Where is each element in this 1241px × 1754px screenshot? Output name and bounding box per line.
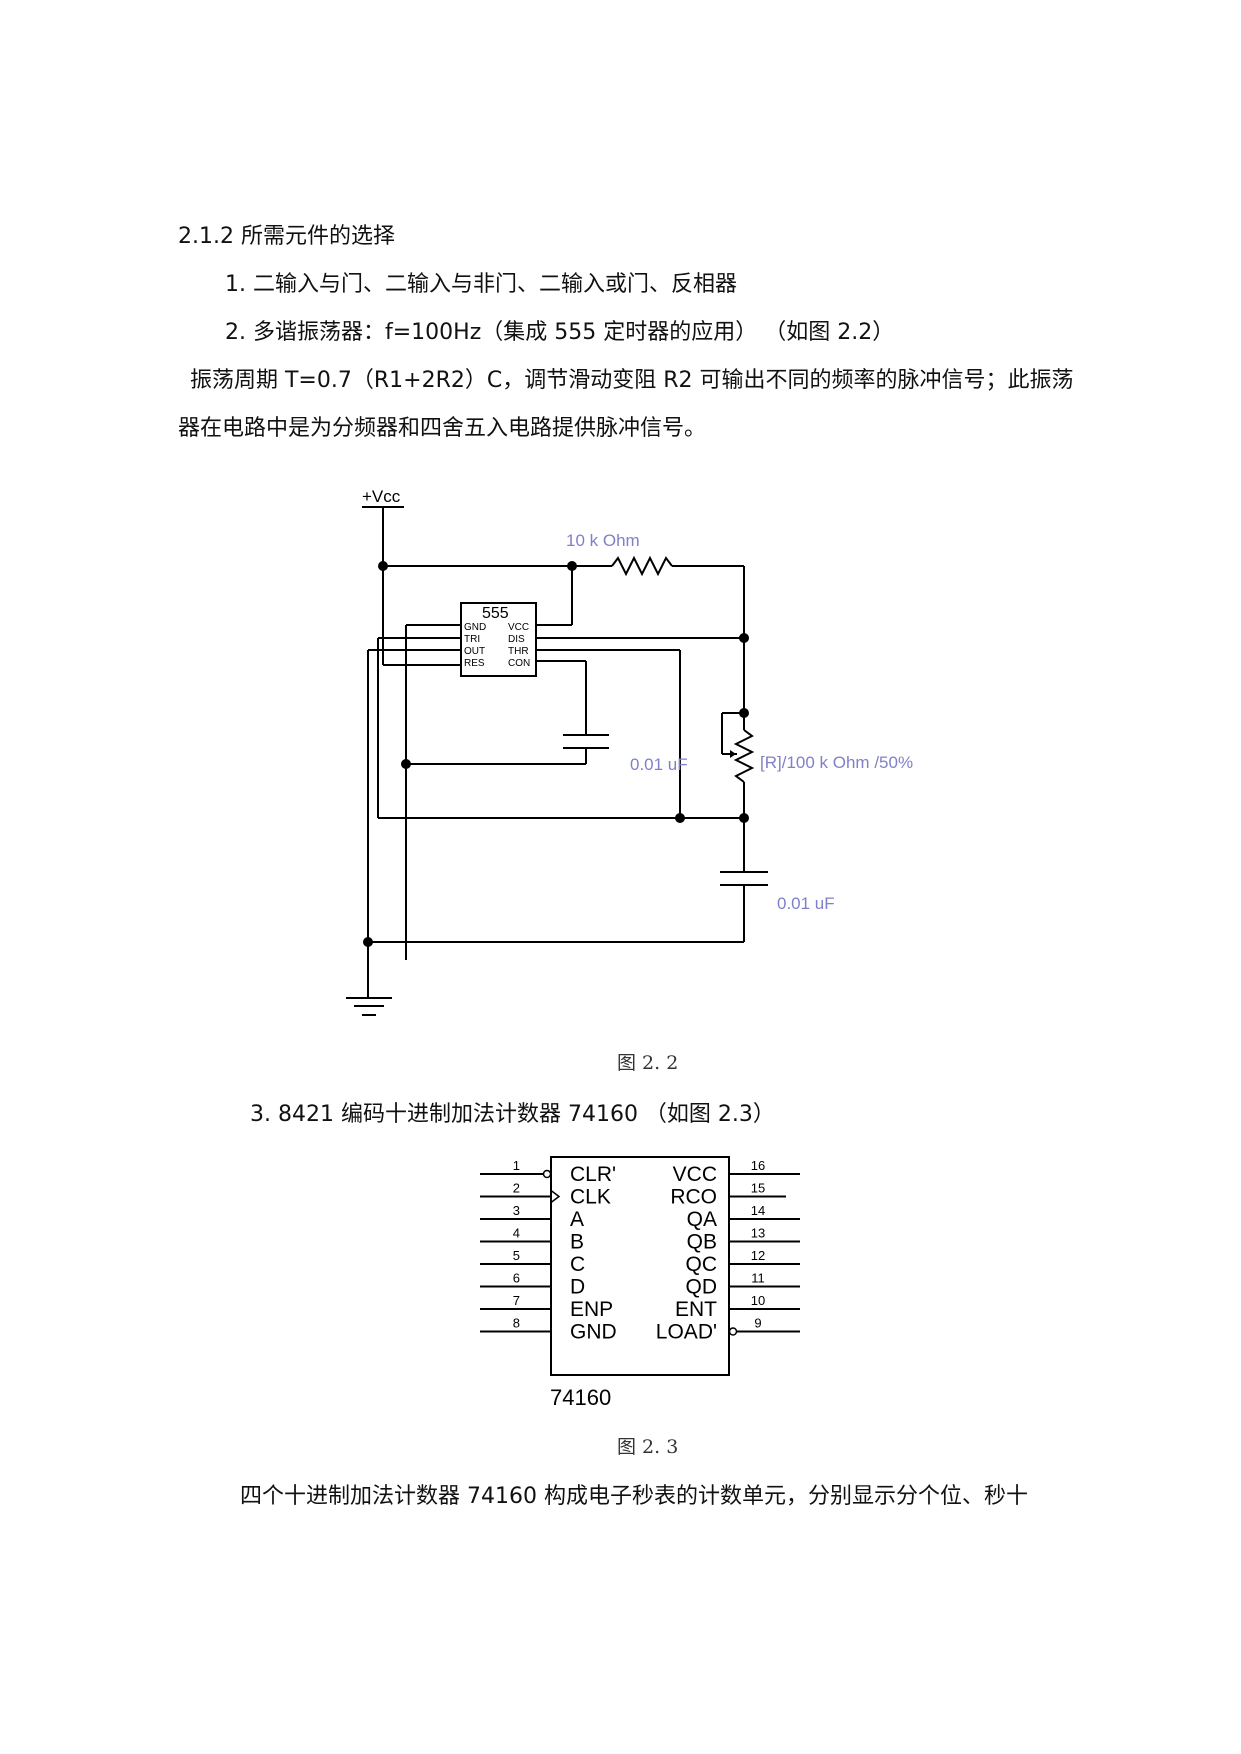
- pin-name-left: CLR': [570, 1163, 616, 1186]
- pin-con: CON: [508, 658, 530, 669]
- pin-gnd: GND: [464, 622, 486, 633]
- pin-name-left: D: [570, 1276, 585, 1299]
- pin-name-left: ENP: [570, 1298, 613, 1321]
- pin-number-left: 1: [513, 1158, 520, 1173]
- pin-number-left: 7: [513, 1293, 520, 1308]
- list-item-2: 2. 多谐振荡器：f=100Hz（集成 555 定时器的应用） （如图 2.2）: [225, 320, 895, 345]
- pin-number-left: 5: [513, 1248, 520, 1263]
- pin-number-left: 4: [513, 1226, 520, 1241]
- paragraph-line-2: 器在电路中是为分频器和四舍五入电路提供脉冲信号。: [178, 416, 707, 441]
- figure-2-2-caption: 图 2. 2: [617, 1052, 679, 1074]
- pin-number-right: 10: [751, 1293, 765, 1308]
- pin-out: OUT: [464, 646, 485, 657]
- cap1-label: 0.01 uF: [630, 755, 688, 774]
- pin-name-right: QA: [687, 1208, 717, 1231]
- list-item-1: 1. 二输入与门、二输入与非门、二输入或门、反相器: [225, 272, 737, 297]
- pin-name-right: QB: [687, 1231, 717, 1254]
- circuit-555-diagram: +Vcc 555 GND TRI OUT RES VCC DIS THR CON…: [346, 487, 913, 1016]
- pin-number-right: 9: [754, 1316, 761, 1331]
- pin-name-left: GND: [570, 1321, 617, 1344]
- pot-label: [R]/100 k Ohm /50%: [760, 753, 913, 772]
- pin-name-right: QD: [686, 1276, 718, 1299]
- pin-number-left: 8: [513, 1316, 520, 1331]
- pin-thr: THR: [508, 646, 529, 657]
- pin-tri: TRI: [464, 634, 480, 645]
- section-heading: 2.1.2 所需元件的选择: [178, 224, 395, 249]
- chip-555-name: 555: [482, 605, 509, 622]
- pin-name-left: C: [570, 1253, 585, 1276]
- pin-number-right: 11: [751, 1271, 765, 1286]
- figure-2-3-caption: 图 2. 3: [617, 1436, 679, 1458]
- pin-number-left: 2: [513, 1181, 520, 1196]
- pin-res: RES: [464, 658, 485, 669]
- pin-name-right: VCC: [673, 1163, 717, 1186]
- clock-edge-triangle: [550, 1189, 561, 1204]
- vcc-label: +Vcc: [362, 487, 401, 506]
- pin-name-right: RCO: [670, 1186, 717, 1209]
- paragraph-line-1: 振荡周期 T=0.7（R1+2R2）C，调节滑动变阻 R2 可输出不同的频率的脉…: [190, 368, 1074, 393]
- cap2-label: 0.01 uF: [777, 894, 835, 913]
- pin-name-left: CLK: [570, 1186, 611, 1209]
- pin-name-right: LOAD': [656, 1321, 717, 1344]
- pin-number-right: 15: [751, 1181, 765, 1196]
- pin-number-right: 12: [751, 1248, 765, 1263]
- pin-name-right: QC: [686, 1253, 718, 1276]
- resistor-label: 10 k Ohm: [566, 531, 640, 550]
- pin-number-right: 16: [751, 1158, 765, 1173]
- pin-number-right: 13: [751, 1226, 765, 1241]
- pin-name-left: A: [570, 1208, 584, 1231]
- pin-vcc: VCC: [508, 622, 529, 633]
- pin-name-left: B: [570, 1231, 584, 1254]
- pin-number-left: 3: [513, 1203, 520, 1218]
- clr-inversion-bubble: [542, 1169, 552, 1179]
- pin-dis: DIS: [508, 634, 525, 645]
- closing-paragraph-line: 四个十进制加法计数器 74160 构成电子秒表的计数单元，分别显示分个位、秒十: [240, 1484, 1028, 1509]
- list-item-3: 3. 8421 编码十进制加法计数器 74160 （如图 2.3）: [250, 1102, 775, 1127]
- pin-name-right: ENT: [675, 1298, 717, 1321]
- chip-74160-diagram: 74160 1 CLR' 2 CLK 3 A 4 B 5 C 6 D 7 ENP 8 GND 16 VCC 15 RC…: [480, 1156, 800, 1410]
- pin-number-right: 14: [751, 1203, 765, 1218]
- chip-74160-label: 74160: [550, 1385, 611, 1410]
- pin-number-left: 6: [513, 1271, 520, 1286]
- load-inversion-bubble: [728, 1327, 738, 1336]
